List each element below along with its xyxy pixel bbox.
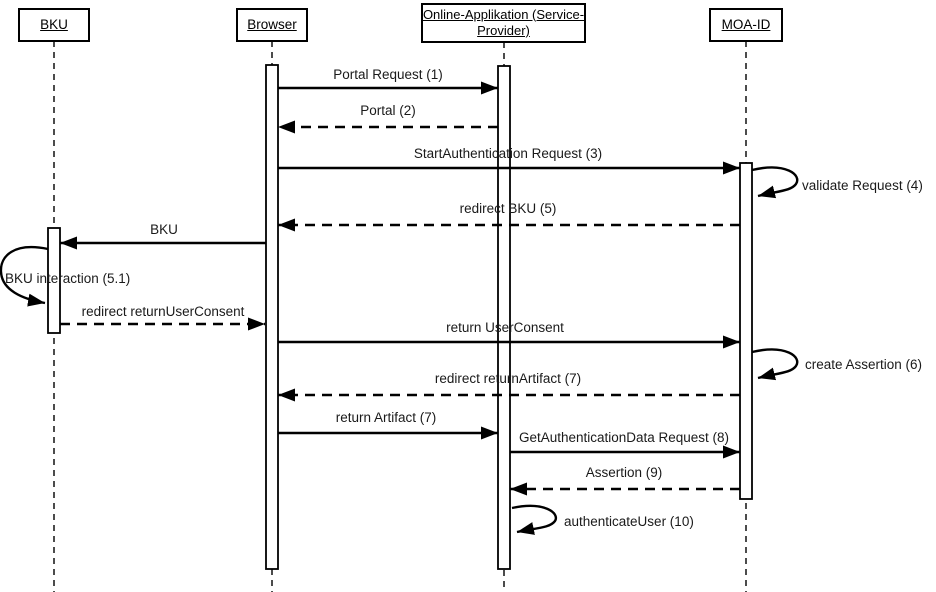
actor-browser-label: Browser (247, 16, 297, 32)
loop-create-assertion (751, 348, 799, 381)
actor-bku: BKU (18, 8, 90, 42)
activation-bku (47, 227, 61, 334)
label-return-user-consent: return UserConsent (446, 320, 564, 335)
loop-validate-request (751, 166, 799, 199)
actor-moa-id: MOA-ID (709, 8, 783, 42)
label-redirect-return-artifact: redirect returnArtifact (7) (434, 371, 582, 386)
activation-moa-id (739, 162, 753, 500)
activation-browser (265, 64, 279, 570)
activation-online-app (497, 65, 511, 570)
actor-moa-id-label: MOA-ID (721, 16, 771, 32)
actor-online-app-label-line2: Provider) (477, 23, 530, 38)
actor-online-app-label-line1: Online-Applikation (Service- (422, 6, 585, 22)
label-get-authentication-data: GetAuthenticationData Request (8) (518, 430, 730, 445)
actor-online-app: Online-Applikation (Service- Provider) (421, 3, 586, 43)
loop-authenticate-user (511, 504, 558, 535)
label-authenticate-user: authenticateUser (10) (564, 514, 694, 529)
label-assertion: Assertion (9) (585, 465, 663, 480)
label-portal-request: Portal Request (1) (333, 67, 443, 82)
actor-browser: Browser (236, 8, 308, 42)
actor-bku-label: BKU (40, 16, 68, 32)
label-return-artifact: return Artifact (7) (335, 410, 437, 425)
label-redirect-bku: redirect BKU (5) (459, 201, 557, 216)
loop-bku-interaction (0, 246, 49, 307)
label-validate-request: validate Request (4) (802, 178, 923, 193)
label-portal: Portal (2) (360, 103, 416, 118)
label-create-assertion: create Assertion (6) (805, 357, 923, 372)
label-bku-interaction: BKU interaction (5.1) (5, 271, 131, 286)
label-bku-message: BKU (150, 222, 178, 237)
label-redirect-return-user-consent: redirect returnUserConsent (81, 304, 245, 319)
label-start-authentication: StartAuthentication Request (3) (413, 146, 603, 161)
